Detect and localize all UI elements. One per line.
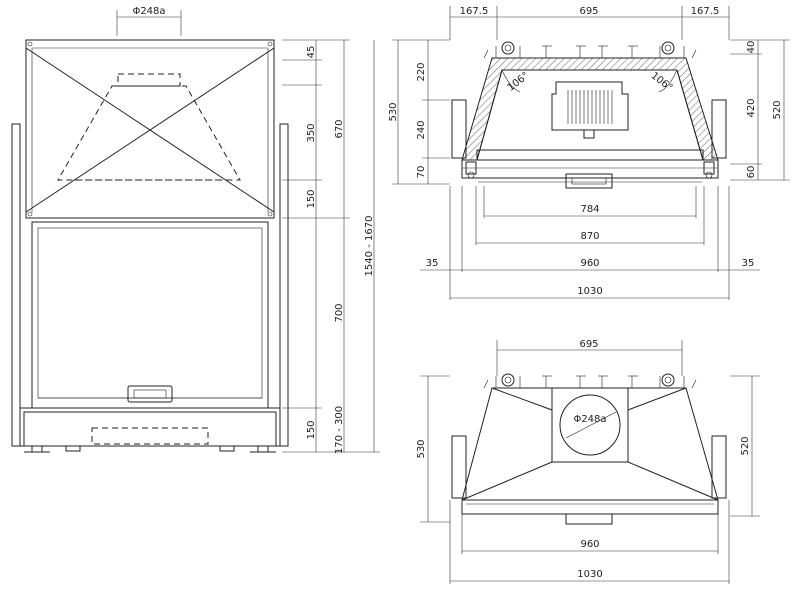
plan-right-total: 520	[772, 100, 783, 119]
top-view-dim-1030: 1030	[577, 569, 602, 580]
plan-top-dim-right: 167.5	[691, 6, 720, 17]
front-dim-350: 350	[306, 123, 317, 142]
smoke-hood	[25, 39, 275, 219]
top-view: 695 Φ248a	[416, 339, 760, 584]
front-flue-diameter: Φ248a	[132, 6, 165, 17]
plan-side-offset-left: 35	[426, 258, 439, 269]
plan-top-dim-center: 695	[579, 6, 598, 17]
plan-right-dim-420: 420	[746, 98, 757, 117]
plan-bottom-dim-1030: 1030	[577, 286, 602, 297]
front-dim-45: 45	[306, 46, 317, 59]
plan-left-dim-240: 240	[416, 120, 427, 139]
plan-bottom-dim-960: 960	[580, 258, 599, 269]
plan-angle-left: 106°	[506, 70, 532, 94]
plan-left-dim-70: 70	[416, 166, 427, 179]
top-view-dim-695: 695	[579, 339, 598, 350]
top-view-dim-960: 960	[580, 539, 599, 550]
glass-door	[31, 221, 269, 409]
plan-side-offset-right: 35	[742, 258, 755, 269]
plan-angle-right: 106°	[649, 70, 675, 94]
front-dim-700: 700	[334, 303, 345, 322]
plan-view: 167.5 695 167.5	[388, 6, 790, 300]
plan-right-dim-40: 40	[746, 41, 757, 54]
front-dim-total: 1540 - 1670	[364, 216, 375, 277]
front-dim-670: 670	[334, 119, 345, 138]
plan-bottom-dim-784: 784	[580, 204, 599, 215]
top-view-flue-diameter: Φ248a	[573, 414, 606, 425]
plan-top-dim-left: 167.5	[460, 6, 489, 17]
plan-left-total: 530	[388, 102, 399, 121]
flue-collar	[559, 394, 621, 456]
plan-bottom-dim-870: 870	[580, 231, 599, 242]
front-dim-150-bottom: 150	[306, 420, 317, 439]
top-view-right-height: 520	[740, 436, 751, 455]
front-dim-150-top: 150	[306, 189, 317, 208]
plan-right-dim-60: 60	[746, 166, 757, 179]
top-view-left-height: 530	[416, 439, 427, 458]
door-handle	[127, 385, 173, 403]
front-dim-170-300: 170 - 300	[334, 406, 345, 454]
plan-left-dim-220: 220	[416, 62, 427, 81]
front-view: Φ248a	[11, 6, 380, 454]
